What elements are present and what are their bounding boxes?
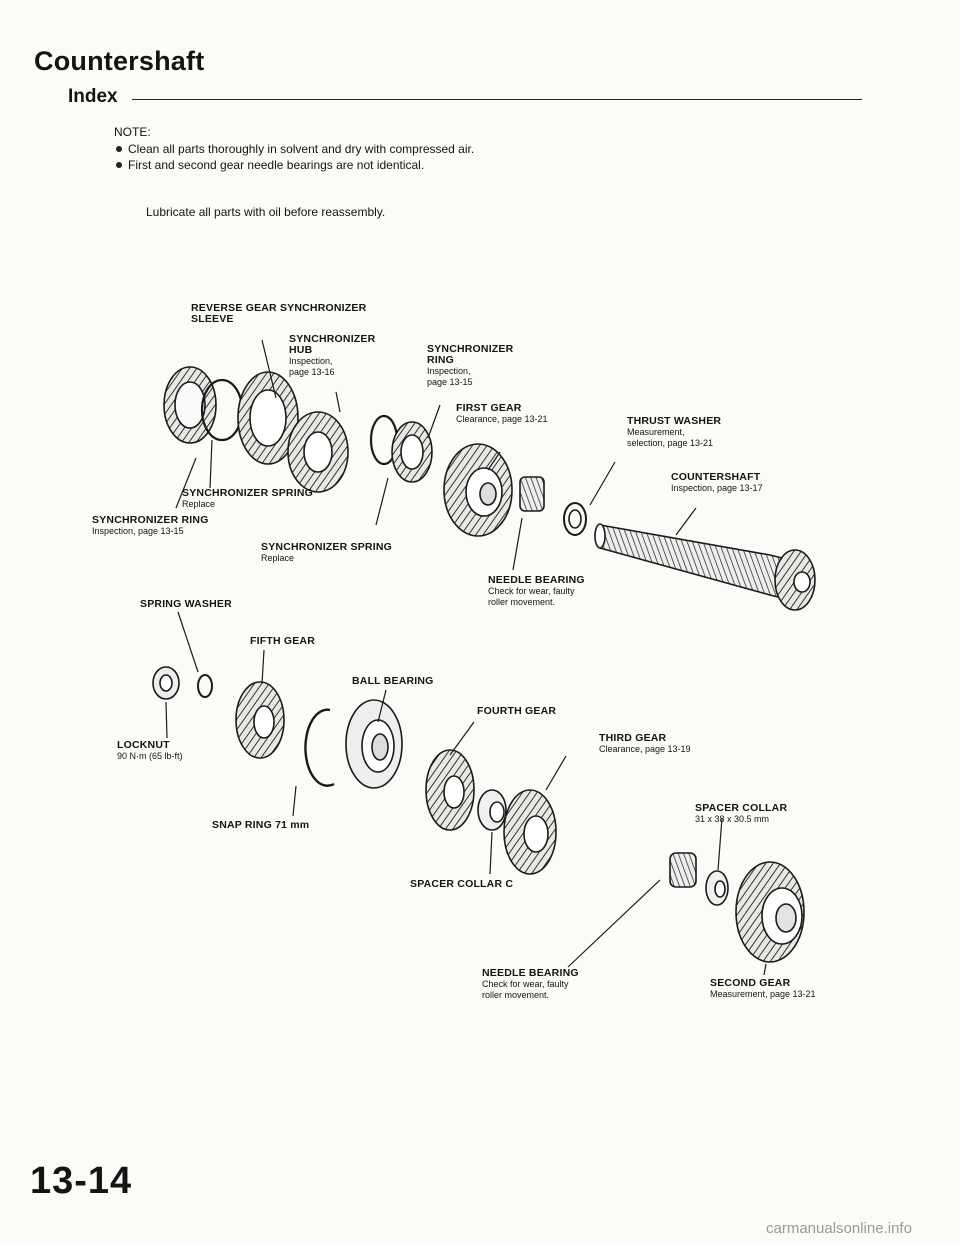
label-thrust-washer: THRUST WASHER Measurement, selection, pa…: [627, 415, 722, 448]
fourth-gear-part: [425, 749, 475, 831]
page-title: Countershaft: [34, 46, 205, 76]
needle-bearing-lower-part: [669, 852, 729, 906]
page-number: 13-14: [30, 1160, 133, 1202]
section-rule: [132, 99, 862, 100]
note-item: Clean all parts thoroughly in solvent an…: [114, 141, 474, 157]
label-synchro-ring-left: SYNCHRONIZER RING Inspection, page 13-15: [92, 514, 209, 537]
section-header: Index: [68, 86, 862, 112]
label-first-gear: FIRST GEAR Clearance, page 13-21: [456, 402, 548, 425]
ball-bearing-part: [345, 699, 403, 789]
snap-ring-part: [304, 708, 335, 787]
watermark: carmanualsonline.info: [766, 1220, 912, 1237]
spacer-collar-c-part: [477, 789, 507, 831]
label-synchro-spring-left: SYNCHRONIZER SPRING Replace: [182, 487, 313, 510]
synchro-ring-upper-part: [369, 414, 433, 483]
section-subtitle: Index: [68, 86, 118, 107]
label-spacer-collar: SPACER COLLAR 31 x 38 x 30.5 mm: [695, 802, 788, 825]
label-spacer-collar-c: SPACER COLLAR C: [410, 878, 514, 890]
second-gear-part: [735, 861, 805, 963]
synchro-hub-part: [237, 371, 349, 493]
label-synchro-hub: SYNCHRONIZER HUB Inspection, page 13-16: [289, 333, 376, 377]
label-synchro-ring-upper: SYNCHRONIZER RING Inspection, page 13-15: [427, 343, 514, 387]
fifth-gear-part: [235, 681, 285, 759]
needle-bearing-upper-part: [519, 476, 545, 512]
label-fifth-gear: FIFTH GEAR: [250, 635, 315, 647]
thrust-washer-part: [563, 502, 587, 536]
label-synchro-spring-center: SYNCHRONIZER SPRING Replace: [261, 541, 392, 564]
label-second-gear: SECOND GEAR Measurement, page 13-21: [710, 977, 816, 1000]
lubricate-note: Lubricate all parts with oil before reas…: [146, 205, 386, 219]
leader-lines: [165, 339, 767, 976]
label-spring-washer: SPRING WASHER: [140, 598, 232, 610]
note-block: NOTE: Clean all parts thoroughly in solv…: [114, 124, 474, 173]
reverse-sleeve-part: [163, 366, 244, 444]
first-gear-part: [443, 443, 513, 537]
third-gear-part: [503, 789, 557, 875]
label-needle-bearing-lower: NEEDLE BEARING Check for wear, faulty ro…: [482, 967, 579, 1000]
label-snap-ring: SNAP RING 71 mm: [212, 819, 310, 831]
label-fourth-gear: FOURTH GEAR: [477, 705, 557, 717]
label-locknut: LOCKNUT 90 N·m (65 lb-ft): [117, 739, 183, 762]
locknut-part: [152, 666, 213, 700]
label-ball-bearing: BALL BEARING: [352, 675, 434, 687]
note-label: NOTE:: [114, 125, 151, 139]
label-reverse-sleeve: REVERSE GEAR SYNCHRONIZER SLEEVE: [191, 302, 367, 325]
label-needle-bearing-upper: NEEDLE BEARING Check for wear, faulty ro…: [488, 574, 585, 607]
label-third-gear: THIRD GEAR Clearance, page 13-19: [599, 732, 691, 755]
countershaft-part: [594, 523, 816, 611]
note-item: First and second gear needle bearings ar…: [114, 157, 474, 173]
label-countershaft: COUNTERSHAFT Inspection, page 13-17: [671, 471, 763, 494]
